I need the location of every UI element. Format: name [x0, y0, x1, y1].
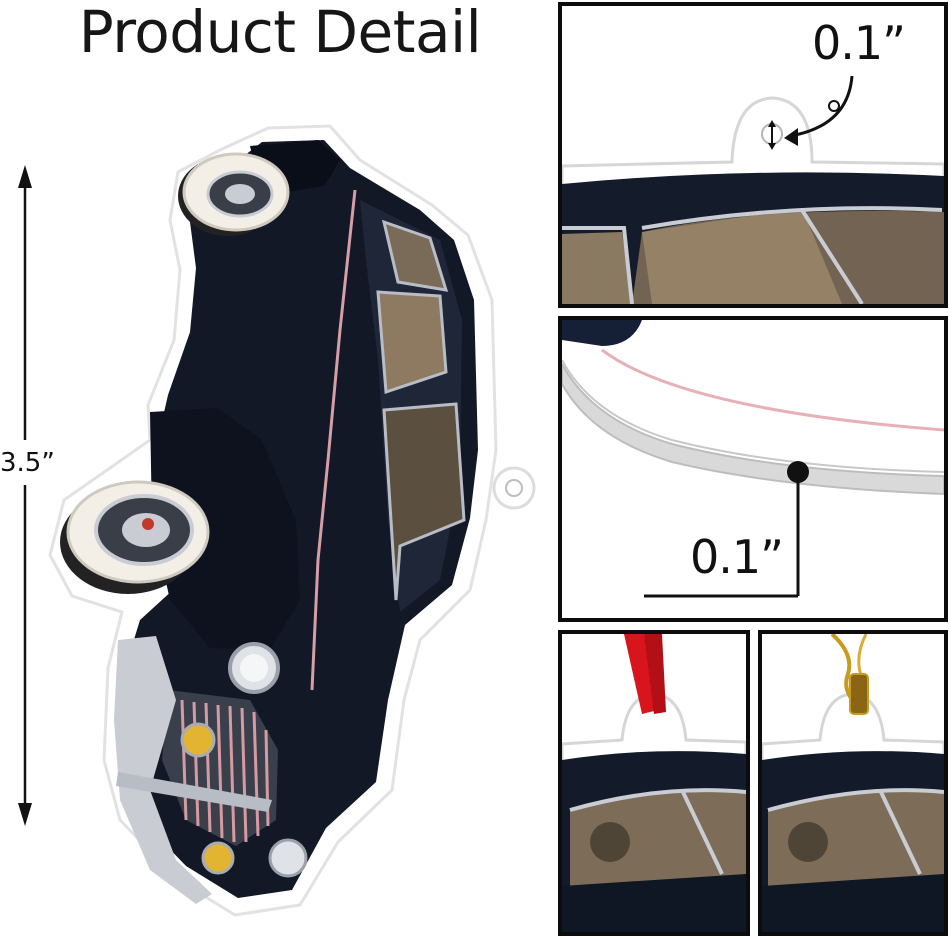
detail-panel-hole-size: 0.1”: [558, 2, 948, 308]
variant-panel-red-ribbon: [558, 630, 750, 936]
hole-size-label: 0.1”: [812, 16, 906, 70]
edge-thickness-illustration: [562, 320, 944, 598]
hole-closeup-illustration: [562, 75, 944, 304]
height-dimension-arrow: [18, 165, 32, 826]
red-ribbon-illustration: [562, 634, 746, 932]
gold-string-illustration: [762, 634, 944, 932]
front-spare-wheel: [60, 480, 210, 594]
height-label: 3.5”: [0, 448, 55, 478]
variant-panel-gold-string: [758, 630, 948, 936]
car-body: [114, 140, 478, 904]
rear-wheel: [178, 152, 290, 236]
page-title: Product Detail: [78, 0, 482, 66]
detail-panel-thickness: 0.1”: [558, 316, 948, 622]
ornament-illustration: [18, 124, 536, 917]
thickness-label: 0.1”: [690, 530, 784, 584]
